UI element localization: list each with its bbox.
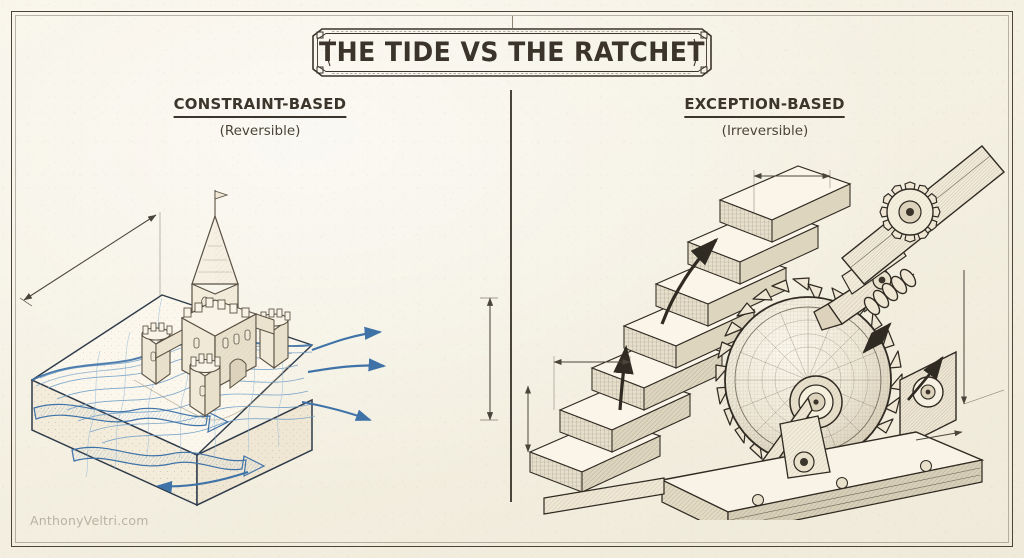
center-divider <box>510 90 512 502</box>
support-bracket <box>779 415 831 479</box>
sandcastle-illustration <box>19 190 498 507</box>
motion-indicator-arrows <box>862 322 944 401</box>
title-plaque: THE TIDE VS THE RATCHET <box>312 16 712 77</box>
right-panel-subtitle: (Irreversible) <box>721 123 809 139</box>
sandcastle <box>133 190 291 421</box>
left-panel-header: CONSTRAINT-BASED (Reversible) <box>90 95 430 139</box>
ascending-staircase <box>528 165 852 493</box>
left-panel-subtitle: (Reversible) <box>219 123 301 139</box>
plaque-ornament-frame <box>312 28 712 77</box>
dimension-lines-right <box>525 170 1005 453</box>
dimension-lines-left <box>19 212 498 421</box>
right-panel-header: EXCEPTION-BASED (Irreversible) <box>595 95 935 139</box>
page-title: THE TIDE VS THE RATCHET <box>319 37 705 68</box>
plaque-center-tick <box>512 16 513 28</box>
right-panel-title: EXCEPTION-BASED <box>684 95 846 118</box>
ratchet-wheel <box>715 277 903 479</box>
left-panel-title: CONSTRAINT-BASED <box>173 95 347 118</box>
reversible-tide-arrows <box>33 326 387 493</box>
watermark: AnthonyVeltri.com <box>30 513 149 528</box>
pinion-gear <box>879 181 941 243</box>
ratchet-illustration <box>525 145 1005 520</box>
one-way-ascent-arrows <box>613 237 719 411</box>
coil-spring <box>863 268 917 316</box>
